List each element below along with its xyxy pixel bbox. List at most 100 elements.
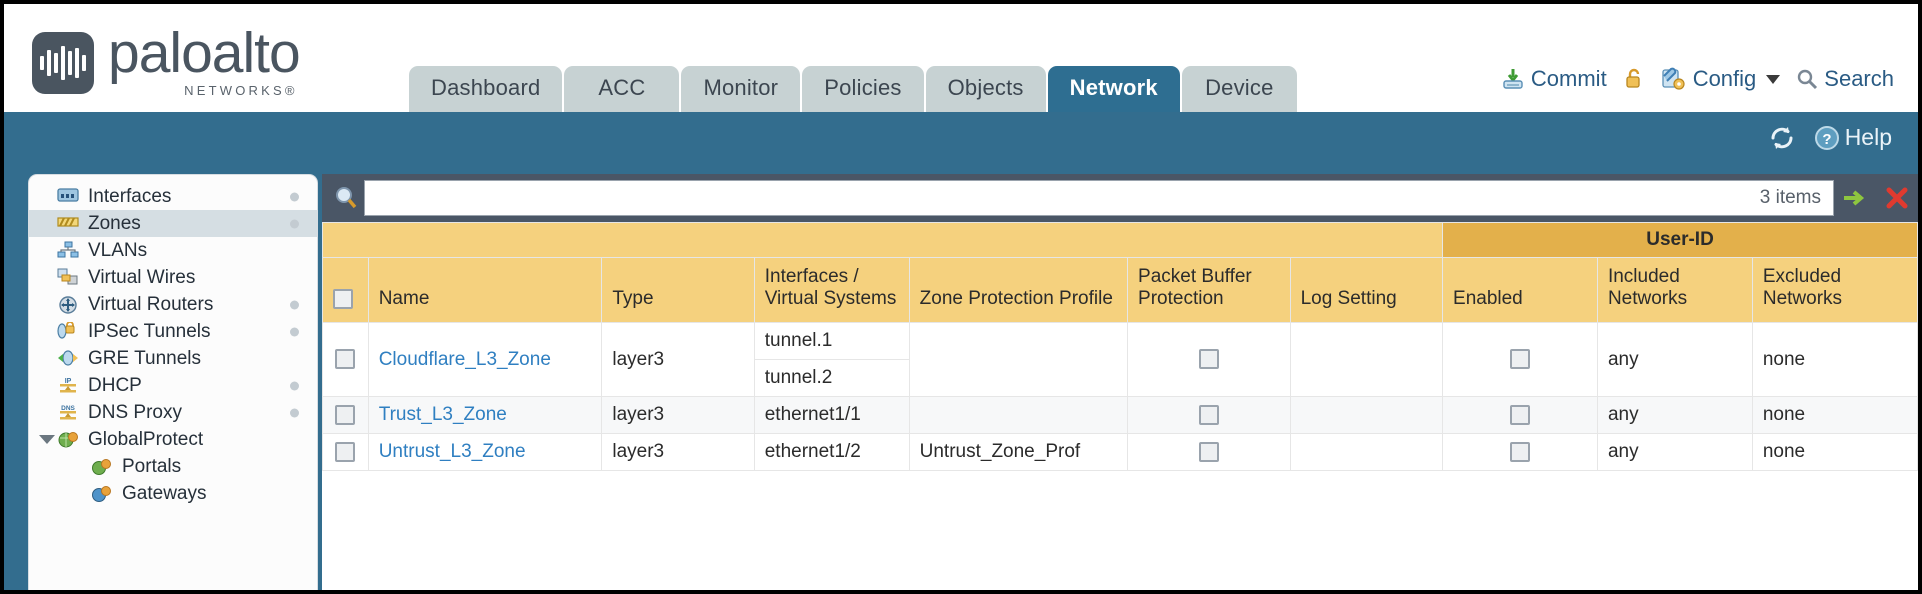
page-body: Interfaces Zones VLANs xyxy=(4,174,1918,590)
table-row[interactable]: Trust_L3_Zone layer3 ethernet1/1 any xyxy=(322,396,1918,434)
help-label: Help xyxy=(1844,124,1892,150)
cell-zone-protection-profile xyxy=(908,396,1129,434)
sidebar-item-label: Virtual Routers xyxy=(88,293,214,315)
cell-name: Cloudflare_L3_Zone xyxy=(367,322,603,397)
sidebar-item-portals[interactable]: Portals xyxy=(29,453,317,480)
apply-filter-arrow-icon[interactable] xyxy=(1834,185,1876,211)
commit-save-icon xyxy=(1501,67,1525,91)
col-packet-buffer-protection[interactable]: Packet Buffer Protection xyxy=(1127,257,1291,323)
cell-enabled xyxy=(1442,322,1598,397)
tab-dashboard[interactable]: Dashboard xyxy=(409,66,563,112)
search-magnifier-icon xyxy=(1796,68,1818,90)
sidebar-item-gateways[interactable]: Gateways xyxy=(29,480,317,507)
sidebar-item-label: DHCP xyxy=(88,374,142,396)
zone-link[interactable]: Untrust_L3_Zone xyxy=(378,441,526,462)
col-excluded-networks[interactable]: Excluded Networks xyxy=(1751,257,1918,323)
status-dot xyxy=(290,408,299,417)
packet-buffer-protection-checkbox[interactable] xyxy=(1198,404,1219,425)
group-header-user-id: User-ID xyxy=(1442,222,1918,258)
enabled-checkbox[interactable] xyxy=(1509,441,1530,462)
cell-excluded-networks: none xyxy=(1751,396,1918,434)
refresh-icon[interactable] xyxy=(1768,125,1796,151)
config-label: Config xyxy=(1692,66,1757,91)
zones-table-wrap: User-ID Name Type Interfaces / Virtual S… xyxy=(322,222,1918,590)
col-zone-protection-profile[interactable]: Zone Protection Profile xyxy=(908,257,1129,323)
sidebar-item-label: GRE Tunnels xyxy=(88,347,201,369)
cell-packet-buffer-protection xyxy=(1127,396,1291,434)
table-group-header-row: User-ID xyxy=(322,222,1918,258)
enabled-checkbox[interactable] xyxy=(1509,349,1530,370)
main-tabs: Dashboard ACC Monitor Policies Objects N… xyxy=(409,66,1297,112)
col-enabled[interactable]: Enabled xyxy=(1442,257,1598,323)
cell-excluded-networks: none xyxy=(1751,322,1918,397)
brand-logo: paloalto NETWORKS® xyxy=(32,21,301,98)
row-checkbox[interactable] xyxy=(335,349,356,370)
tab-objects[interactable]: Objects xyxy=(925,66,1046,112)
cell-enabled xyxy=(1442,396,1598,434)
config-wrench-icon xyxy=(1661,67,1687,91)
col-type[interactable]: Type xyxy=(601,257,755,323)
search-magnifier-icon[interactable] xyxy=(328,185,364,211)
col-log-setting[interactable]: Log Setting xyxy=(1289,257,1444,323)
row-checkbox[interactable] xyxy=(335,441,356,462)
gateways-icon xyxy=(91,484,113,504)
status-dot xyxy=(290,219,299,228)
enabled-checkbox[interactable] xyxy=(1509,404,1530,425)
search-label: Search xyxy=(1824,66,1894,91)
zone-link[interactable]: Trust_L3_Zone xyxy=(378,404,507,425)
interfaces-icon xyxy=(57,187,79,207)
sidebar-item-label: Interfaces xyxy=(88,185,172,207)
row-checkbox[interactable] xyxy=(335,404,356,425)
cell-log-setting xyxy=(1289,322,1444,397)
brand-name: paloalto xyxy=(108,21,301,85)
interface-item: tunnel.1 xyxy=(754,323,909,360)
tab-acc[interactable]: ACC xyxy=(564,66,680,112)
tab-network[interactable]: Network xyxy=(1047,66,1180,112)
dns-proxy-icon: DNS xyxy=(57,403,79,423)
sidebar-item-virtual-wires[interactable]: Virtual Wires xyxy=(29,264,317,291)
portals-icon xyxy=(91,457,113,477)
zones-icon xyxy=(57,214,79,234)
table-row[interactable]: Untrust_L3_Zone layer3 ethernet1/2 Untru… xyxy=(322,433,1918,471)
cell-type: layer3 xyxy=(601,322,755,397)
table-row[interactable]: Cloudflare_L3_Zone layer3 tunnel.1 tunne… xyxy=(322,322,1918,397)
status-dot xyxy=(290,381,299,390)
select-all-checkbox[interactable] xyxy=(333,288,353,309)
status-dot xyxy=(290,192,299,201)
sidebar-item-vlans[interactable]: VLANs xyxy=(29,237,317,264)
zone-link[interactable]: Cloudflare_L3_Zone xyxy=(378,348,551,370)
zones-table: User-ID Name Type Interfaces / Virtual S… xyxy=(322,222,1918,471)
expand-triangle-icon[interactable] xyxy=(39,435,55,444)
col-included-networks[interactable]: Included Networks xyxy=(1596,257,1753,323)
sidebar-item-virtual-routers[interactable]: Virtual Routers xyxy=(29,291,317,318)
sidebar-item-dhcp[interactable]: IP DHCP xyxy=(29,372,317,399)
help-button[interactable]: ? Help xyxy=(1814,124,1892,151)
commit-button[interactable]: Commit xyxy=(1501,66,1607,92)
sidebar-item-gre-tunnels[interactable]: GRE Tunnels xyxy=(29,345,317,372)
row-select-cell xyxy=(322,396,369,434)
clear-filter-x-icon[interactable] xyxy=(1876,185,1918,211)
top-actions: Commit Config xyxy=(1501,66,1894,92)
config-dropdown[interactable]: Config xyxy=(1661,66,1781,92)
packet-buffer-protection-checkbox[interactable] xyxy=(1198,441,1219,462)
sidebar-item-zones[interactable]: Zones xyxy=(29,210,317,237)
sidebar-item-globalprotect[interactable]: GlobalProtect xyxy=(29,426,317,453)
cell-name: Trust_L3_Zone xyxy=(367,396,603,434)
sidebar-item-ipsec-tunnels[interactable]: IPSec Tunnels xyxy=(29,318,317,345)
sidebar-item-interfaces[interactable]: Interfaces xyxy=(29,183,317,210)
packet-buffer-protection-checkbox[interactable] xyxy=(1198,349,1219,370)
tab-monitor[interactable]: Monitor xyxy=(681,66,801,112)
tab-device[interactable]: Device xyxy=(1181,66,1297,112)
col-interfaces[interactable]: Interfaces / Virtual Systems xyxy=(753,257,910,323)
globalprotect-icon xyxy=(57,430,79,450)
cell-log-setting xyxy=(1289,433,1444,471)
col-name[interactable]: Name xyxy=(367,257,603,323)
tab-policies[interactable]: Policies xyxy=(802,66,924,112)
cell-zone-protection-profile: Untrust_Zone_Prof xyxy=(908,433,1129,471)
search-button[interactable]: Search xyxy=(1796,66,1894,92)
sidebar-item-label: Zones xyxy=(88,212,141,234)
sidebar-item-dns-proxy[interactable]: DNS DNS Proxy xyxy=(29,399,317,426)
filter-input[interactable]: 3 items xyxy=(364,180,1834,216)
gre-tunnels-icon xyxy=(57,349,79,369)
unlocked-padlock-icon[interactable] xyxy=(1623,67,1645,91)
